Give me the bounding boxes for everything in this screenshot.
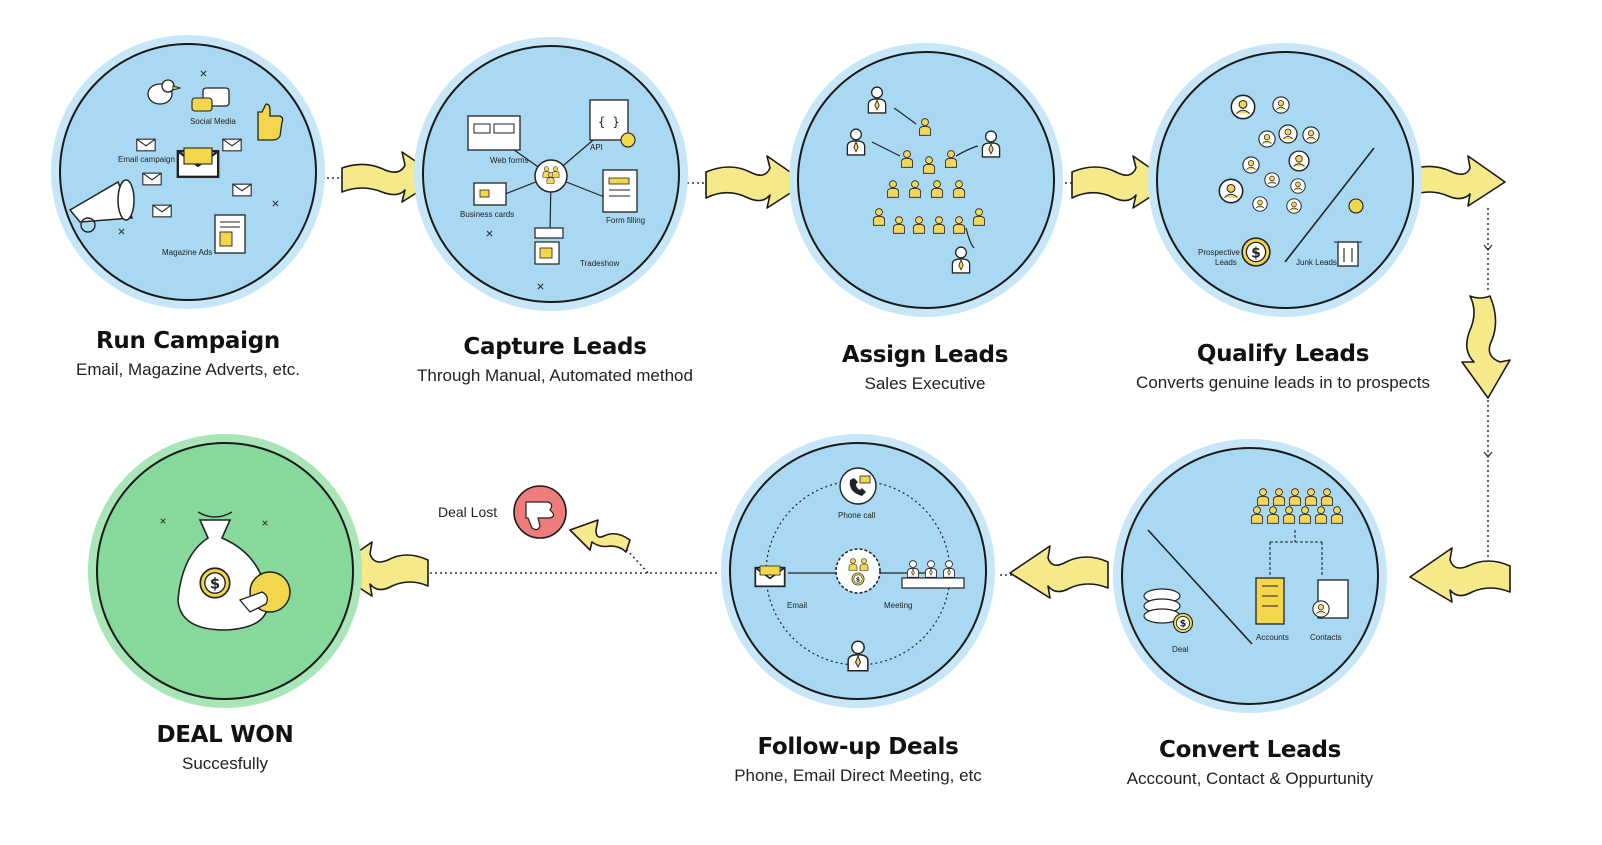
arrow-right-2 bbox=[705, 155, 807, 209]
stage-deal-won bbox=[88, 434, 362, 708]
item-magazine-ads: Magazine Ads bbox=[162, 248, 212, 257]
item-leads: Leads bbox=[1215, 258, 1237, 267]
stage-title: Qualify Leads bbox=[1196, 341, 1370, 367]
deal-lost-label: Deal Lost bbox=[438, 504, 498, 520]
connector-chevrons bbox=[1483, 244, 1493, 459]
web-forms-icon bbox=[467, 115, 521, 151]
label-deal-won: DEAL WON Succesfully bbox=[95, 722, 355, 774]
stage-title: Assign Leads bbox=[841, 342, 1009, 368]
tradeshow-icon bbox=[534, 227, 564, 265]
item-junk-leads: Junk Leads bbox=[1296, 258, 1337, 267]
stage-title: Run Campaign bbox=[96, 328, 280, 354]
business-card-icon bbox=[473, 182, 507, 206]
label-qualify-leads: Qualify Leads Converts genuine leads in … bbox=[1100, 341, 1466, 393]
magazine-icon bbox=[214, 214, 246, 254]
stage-capture-leads: { } Web forms API Business cards Form fi… bbox=[414, 37, 688, 311]
megaphone-icon bbox=[68, 179, 135, 233]
arrow-right-4 bbox=[1409, 155, 1506, 207]
stage-subtitle: Email, Magazine Adverts, etc. bbox=[76, 360, 300, 379]
bird-icon bbox=[147, 79, 182, 105]
api-icon: { } bbox=[589, 99, 636, 148]
arrow-deal-lost bbox=[569, 519, 631, 553]
label-convert-leads: Convert Leads Acccount, Contact & Oppurt… bbox=[1090, 737, 1410, 789]
stage-assign-leads bbox=[789, 43, 1063, 317]
item-api: API bbox=[590, 143, 603, 152]
coins-stack-icon bbox=[1143, 588, 1194, 634]
item-meeting: Meeting bbox=[884, 601, 912, 610]
stage-subtitle: Through Manual, Automated method bbox=[417, 366, 693, 385]
item-email: Email bbox=[787, 601, 807, 610]
item-web-forms: Web forms bbox=[490, 156, 529, 165]
accounts-building-icon bbox=[1255, 577, 1285, 625]
item-phone-call: Phone call bbox=[838, 511, 876, 520]
team-hub-icon bbox=[835, 548, 881, 594]
stage-title: Capture Leads bbox=[463, 334, 647, 360]
label-run-campaign: Run Campaign Email, Magazine Adverts, et… bbox=[28, 328, 348, 380]
item-tradeshow: Tradeshow bbox=[580, 259, 620, 268]
label-capture-leads: Capture Leads Through Manual, Automated … bbox=[385, 334, 725, 386]
stage-subtitle: Acccount, Contact & Oppurtunity bbox=[1126, 769, 1374, 788]
meeting-icon bbox=[901, 560, 965, 589]
thumbs-down-icon bbox=[525, 501, 555, 531]
item-social-media: Social Media bbox=[190, 117, 236, 126]
arrow-down bbox=[1461, 295, 1511, 399]
stage-qualify-leads: Prospective Leads Junk Leads bbox=[1148, 43, 1422, 317]
label-assign-leads: Assign Leads Sales Executive bbox=[775, 342, 1075, 394]
email-icon bbox=[754, 565, 786, 588]
dollar-coin-icon bbox=[1241, 237, 1271, 267]
item-business-cards: Business cards bbox=[460, 210, 514, 219]
stage-title: Follow-up Deals bbox=[757, 734, 959, 760]
stage-title: Convert Leads bbox=[1158, 737, 1342, 763]
label-follow-up-deals: Follow-up Deals Phone, Email Direct Meet… bbox=[698, 734, 1018, 786]
stage-subtitle: Succesfully bbox=[182, 754, 268, 773]
hand-coin-icon bbox=[238, 571, 291, 613]
envelope-icons bbox=[136, 138, 252, 218]
chat-icon bbox=[191, 87, 230, 112]
stage-subtitle: Phone, Email Direct Meeting, etc bbox=[734, 766, 982, 785]
stage-title: DEAL WON bbox=[156, 722, 294, 748]
phone-icon bbox=[839, 467, 877, 505]
item-form-filling: Form filling bbox=[606, 216, 645, 225]
item-deal: Deal bbox=[1172, 645, 1189, 654]
stage-follow-up-deals: Phone call Email Meeting bbox=[721, 434, 995, 708]
trash-icon bbox=[1334, 198, 1364, 267]
item-contacts: Contacts bbox=[1310, 633, 1342, 642]
item-accounts: Accounts bbox=[1256, 633, 1289, 642]
stage-run-campaign: Social Media Email campaign Magazine Ads bbox=[51, 35, 325, 309]
item-email-campaign: Email campaign bbox=[118, 155, 175, 164]
leads-hub-icon bbox=[534, 159, 568, 193]
svg-text:{ }: { } bbox=[598, 115, 620, 129]
form-filling-icon bbox=[602, 169, 638, 213]
item-prospective: Prospective bbox=[1198, 248, 1240, 257]
contacts-icon bbox=[1312, 579, 1349, 619]
stage-convert-leads: Deal Accounts Contacts bbox=[1113, 439, 1387, 713]
thumbs-up-icon bbox=[257, 103, 284, 141]
arrow-left-2 bbox=[1009, 545, 1109, 599]
stage-subtitle: Converts genuine leads in to prospects bbox=[1136, 373, 1430, 392]
deal-lost-badge bbox=[513, 485, 567, 539]
stage-subtitle: Sales Executive bbox=[864, 374, 986, 393]
arrow-left-1 bbox=[1409, 547, 1511, 603]
